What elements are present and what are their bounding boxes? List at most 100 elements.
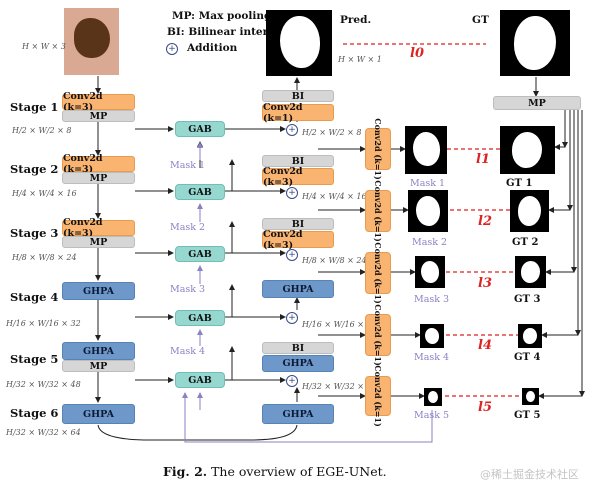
loss-4: l4 <box>478 338 492 353</box>
gab-mask-3-label: Mask 3 <box>170 284 206 295</box>
encoder-4-ghpa: GHPA <box>62 282 135 300</box>
gab-4: GAB <box>175 310 225 326</box>
gab-1: GAB <box>175 121 225 137</box>
gt-maxpool: MP <box>493 96 581 110</box>
side-mask-3 <box>415 256 445 288</box>
side-mask-5-label: Mask 5 <box>414 410 450 421</box>
decoder-2-add-icon: + <box>286 187 298 199</box>
decoder-4-dim: H/16 × W/16 × 32 <box>302 320 377 329</box>
gab-3: GAB <box>175 246 225 262</box>
stage-6-label: Stage 6 <box>10 406 59 420</box>
stage-2-label: Stage 2 <box>10 162 59 176</box>
input-dim: H × W × 3 <box>22 42 66 51</box>
decoder-2-conv: Conv2d (k=3) <box>262 166 334 188</box>
caption-text: The overview of EGE-UNet. <box>207 464 387 479</box>
encoder-2-maxpool: MP <box>62 172 135 184</box>
gt-2-mask <box>510 190 549 232</box>
gab-5: GAB <box>175 372 225 388</box>
loss-2: l2 <box>478 214 492 229</box>
loss-3: l3 <box>478 276 492 291</box>
decoder-2-dim: H/4 × W/4 × 16 <box>302 192 367 201</box>
decoder-2-bi: BI <box>262 155 334 167</box>
caption-label: Fig. 2. <box>163 464 208 479</box>
decoder-1-conv: Conv2d (k=1) <box>262 102 334 124</box>
encoder-5-maxpool: MP <box>62 360 135 372</box>
encoder-1-maxpool: MP <box>62 110 135 122</box>
stage-2-dim: H/4 × W/4 × 16 <box>12 189 77 198</box>
side-conv-2: Conv2d (k=1) <box>365 180 391 242</box>
decoder-5-dim: H/32 × W/32 × 48 <box>302 382 377 391</box>
gt-5-mask <box>522 388 539 405</box>
encoder-3-maxpool: MP <box>62 236 135 248</box>
decoder-1-bi: BI <box>262 90 334 102</box>
stage-1-dim: H/2 × W/2 × 8 <box>12 126 72 135</box>
gt-4-mask <box>518 324 542 348</box>
legend-mp: MP: Max pooling <box>172 10 272 22</box>
stage-4-dim: H/16 × W/16 × 32 <box>6 319 81 328</box>
lesion-region <box>74 18 110 58</box>
side-mask-4 <box>420 324 444 348</box>
decoder-3-bi: BI <box>262 218 334 230</box>
pred-label: Pred. <box>340 14 372 26</box>
decoder-4-ghpa: GHPA <box>262 280 334 298</box>
decoder-3-conv: Conv2d (k=3) <box>262 229 334 251</box>
decoder-1-add-icon: + <box>286 124 298 136</box>
gt-2-label: GT 2 <box>512 237 539 248</box>
gt-5-label: GT 5 <box>514 410 541 421</box>
side-mask-5 <box>424 388 442 406</box>
figure-caption: Fig. 2. The overview of EGE-UNet. <box>163 464 387 479</box>
decoder-5-ghpa: GHPA <box>262 355 334 372</box>
side-mask-2-label: Mask 2 <box>412 237 448 248</box>
pred-dim: H × W × 1 <box>338 55 382 64</box>
gt-label: GT <box>472 14 489 26</box>
decoder-5-bi: BI <box>262 342 334 354</box>
side-conv-5: Conv2d (k=1) <box>365 365 391 427</box>
gab-2: GAB <box>175 184 225 200</box>
stage-5-dim: H/32 × W/32 × 48 <box>6 380 81 389</box>
stage-6-dim: H/32 × W/32 × 64 <box>6 428 81 437</box>
addition-icon: + <box>166 43 178 55</box>
stage-5-label: Stage 5 <box>10 352 59 366</box>
loss-0: l0 <box>410 46 424 61</box>
decoder-4-add-icon: + <box>286 312 298 324</box>
gt-1-label: GT 1 <box>506 178 533 189</box>
stage-1-label: Stage 1 <box>10 100 59 114</box>
loss-1: l1 <box>476 152 490 167</box>
encoder-5-ghpa: GHPA <box>62 342 135 360</box>
stage-3-label: Stage 3 <box>10 226 59 240</box>
gt-4-label: GT 4 <box>514 352 541 363</box>
gab-mask-1-label: Mask 1 <box>170 160 206 171</box>
watermark: @稀土掘金技术社区 <box>480 468 579 481</box>
side-mask-4-label: Mask 4 <box>414 352 450 363</box>
side-mask-1 <box>405 126 447 174</box>
gt-3-mask <box>515 256 546 288</box>
side-mask-2 <box>408 190 448 232</box>
gab-mask-4-label: Mask 4 <box>170 346 206 357</box>
stage-3-dim: H/8 × W/8 × 24 <box>12 253 77 262</box>
encoder-6-ghpa: GHPA <box>62 404 135 424</box>
side-mask-1-label: Mask 1 <box>410 178 446 189</box>
decoder-6-ghpa: GHPA <box>262 404 334 424</box>
prediction-mask <box>266 10 332 76</box>
encoder-1-conv: Conv2d (k=3) <box>62 91 135 113</box>
side-conv-3: Conv2d (k=1) <box>365 242 391 304</box>
legend-addition: Addition <box>187 42 238 54</box>
side-conv-1: Conv2d (k=1) <box>365 118 391 180</box>
gt-1-mask <box>500 126 555 174</box>
stage-4-label: Stage 4 <box>10 290 59 304</box>
decoder-5-add-icon: + <box>286 375 298 387</box>
decoder-3-add-icon: + <box>286 249 298 261</box>
decoder-3-dim: H/8 × W/8 × 24 <box>302 256 367 265</box>
loss-5: l5 <box>478 400 492 415</box>
encoder-2-conv: Conv2d (k=3) <box>62 153 135 175</box>
side-mask-3-label: Mask 3 <box>414 294 450 305</box>
gab-mask-2-label: Mask 2 <box>170 222 206 233</box>
encoder-3-conv: Conv2d (k=3) <box>62 217 135 239</box>
gt-mask <box>500 10 570 76</box>
side-conv-4: Conv2d (k=1) <box>365 304 391 366</box>
decoder-1-dim: H/2 × W/2 × 8 <box>302 128 362 137</box>
gt-3-label: GT 3 <box>514 294 541 305</box>
input-image <box>64 8 119 75</box>
